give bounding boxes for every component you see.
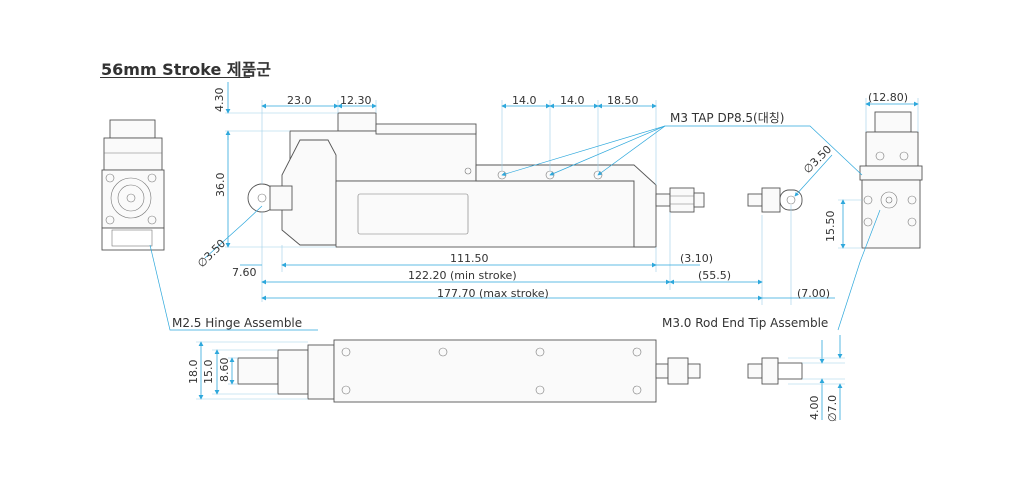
title-underline: [100, 77, 250, 78]
dim-4-00: 4.00: [808, 396, 821, 421]
bottom-top-view: [237, 339, 803, 403]
main-side-view: [247, 112, 705, 248]
dim-36-0: 36.0: [214, 173, 227, 198]
dim-122-20: 122.20 (min stroke): [408, 269, 517, 282]
left-end-view: [101, 119, 165, 251]
dim-15-50: 15.50: [824, 211, 837, 243]
rod-end-label: M3.0 Rod End Tip Assemble: [662, 316, 828, 330]
dim-dia-3-50-left: ∅3.50: [195, 237, 228, 270]
right-end-view: [859, 111, 923, 249]
dim-14-0-a: 14.0: [512, 94, 537, 107]
dim-7-60: 7.60: [232, 266, 257, 279]
tap-label: M3 TAP DP8.5(대칭): [670, 111, 784, 125]
dim-111-50: 111.50: [450, 252, 489, 265]
page-title: 56mm Stroke 제품군: [101, 60, 272, 79]
dim-12-80: (12.80): [868, 91, 908, 104]
dim-8-60: 8.60: [218, 358, 231, 383]
dim-15-0: 15.0: [202, 360, 215, 385]
hinge-label: M2.5 Hinge Assemble: [172, 316, 302, 330]
dim-18-0: 18.0: [187, 360, 200, 385]
dim-7-00: (7.00): [797, 287, 830, 300]
dimension-lines: [196, 82, 919, 420]
leader-lines: [149, 125, 881, 331]
dim-12-30: 12.30: [340, 94, 372, 107]
dim-14-0-b: 14.0: [560, 94, 585, 107]
dim-3-10: (3.10): [680, 252, 713, 265]
rod-end-detail: [747, 187, 803, 213]
dim-177-70: 177.70 (max stroke): [437, 287, 549, 300]
dim-dia-7-0: ∅7.0: [826, 395, 839, 422]
dim-55-5: (55.5): [698, 269, 731, 282]
dim-18-50: 18.50: [607, 94, 639, 107]
dim-23-0: 23.0: [287, 94, 312, 107]
dim-4-30: 4.30: [213, 88, 226, 113]
